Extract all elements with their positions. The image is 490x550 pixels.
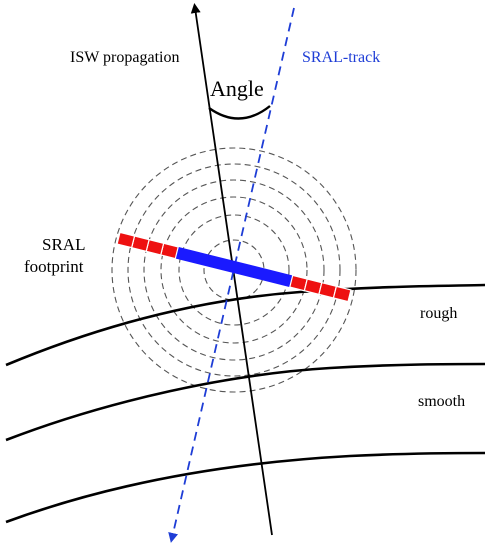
ring-3 [160,196,308,344]
sral-footprint-label-line2: footprint [24,257,84,276]
rough-label: rough [420,305,457,322]
footprint-center-cell [175,246,293,288]
smooth-label: smooth [418,393,465,410]
ring-6 [111,147,357,393]
ring-2 [178,214,290,326]
sral-footprint-label-line1: SRAL [42,235,85,254]
angle-arc [208,105,271,120]
sral-track-label: SRAL-track [302,49,380,66]
footprint-right-cells [289,274,352,303]
footprint-cell [332,285,352,303]
isw-propagation-label: ISW propagation [70,49,179,66]
wave-front-middle [5,362,486,442]
wave-fronts [5,283,486,524]
wave-front-bottom [5,451,486,524]
footprint-cell [116,231,136,249]
wave-front-top [5,283,486,367]
sral-footprint-bar [116,231,352,303]
sral-track-arrow [168,7,295,543]
footprint-left-cells [116,231,179,260]
angle-label: Angle [210,76,264,101]
ring-5 [127,163,341,377]
ring-4 [143,179,325,361]
footprint-rings [111,147,357,393]
